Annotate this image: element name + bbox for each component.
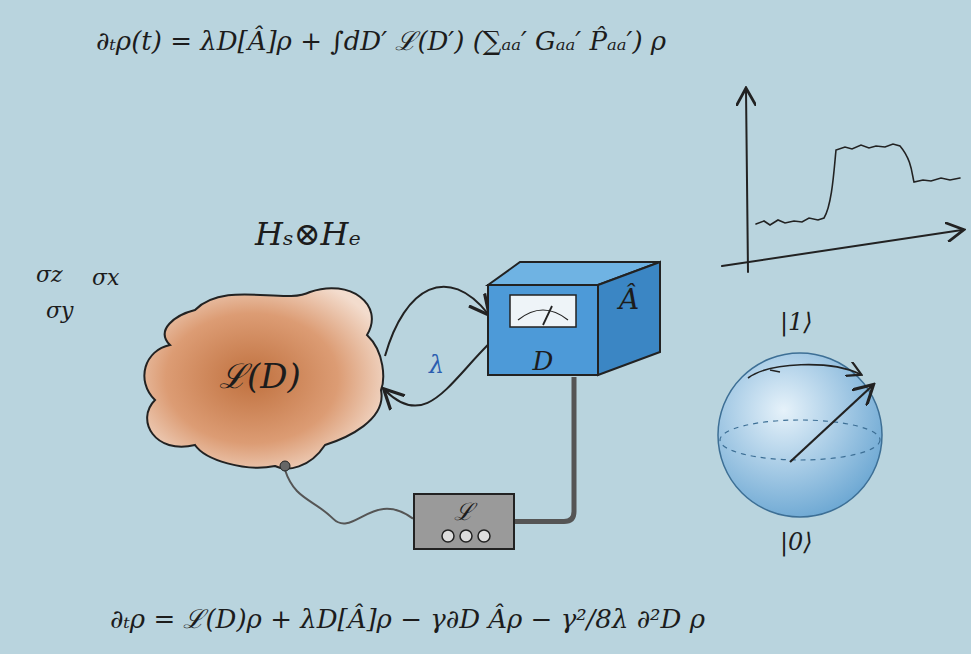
connector (385, 287, 488, 356)
pauli-label: σx (92, 265, 119, 290)
meter-box: DÂ (488, 262, 660, 377)
hilbert-space: Hₛ⊗Hₑ (255, 215, 361, 253)
detector-label: D (533, 346, 554, 376)
feedback-equation: ∂ₜρ = ℒ(D)ρ + λD[Â]ρ − γ∂D Âρ − γ²/8λ ∂²… (110, 600, 705, 636)
controller-label: ℒ (454, 494, 474, 527)
state-label: |0⟩ (780, 528, 813, 556)
edge-label: λ (427, 351, 446, 379)
system-blob: ℒ(D) (135, 280, 385, 470)
controller-box: ℒ (413, 493, 515, 550)
meter-cube (488, 262, 660, 377)
pauli-label: σz (36, 262, 63, 287)
connector (515, 377, 574, 522)
state-label: |1⟩ (780, 308, 813, 336)
observable-label: Â (619, 283, 639, 316)
master-equation: ∂ₜρ(t) = λD[Â]ρ + ∫dD′ ℒ(D′) (∑ₐₐ′ Gₐₐ′ … (96, 22, 666, 58)
connector (385, 345, 488, 406)
pauli-label: σy (46, 298, 73, 323)
connector (285, 470, 413, 524)
system-label: ℒ(D) (219, 352, 301, 398)
bloch-sphere (718, 353, 882, 517)
signal-plot (722, 90, 962, 272)
